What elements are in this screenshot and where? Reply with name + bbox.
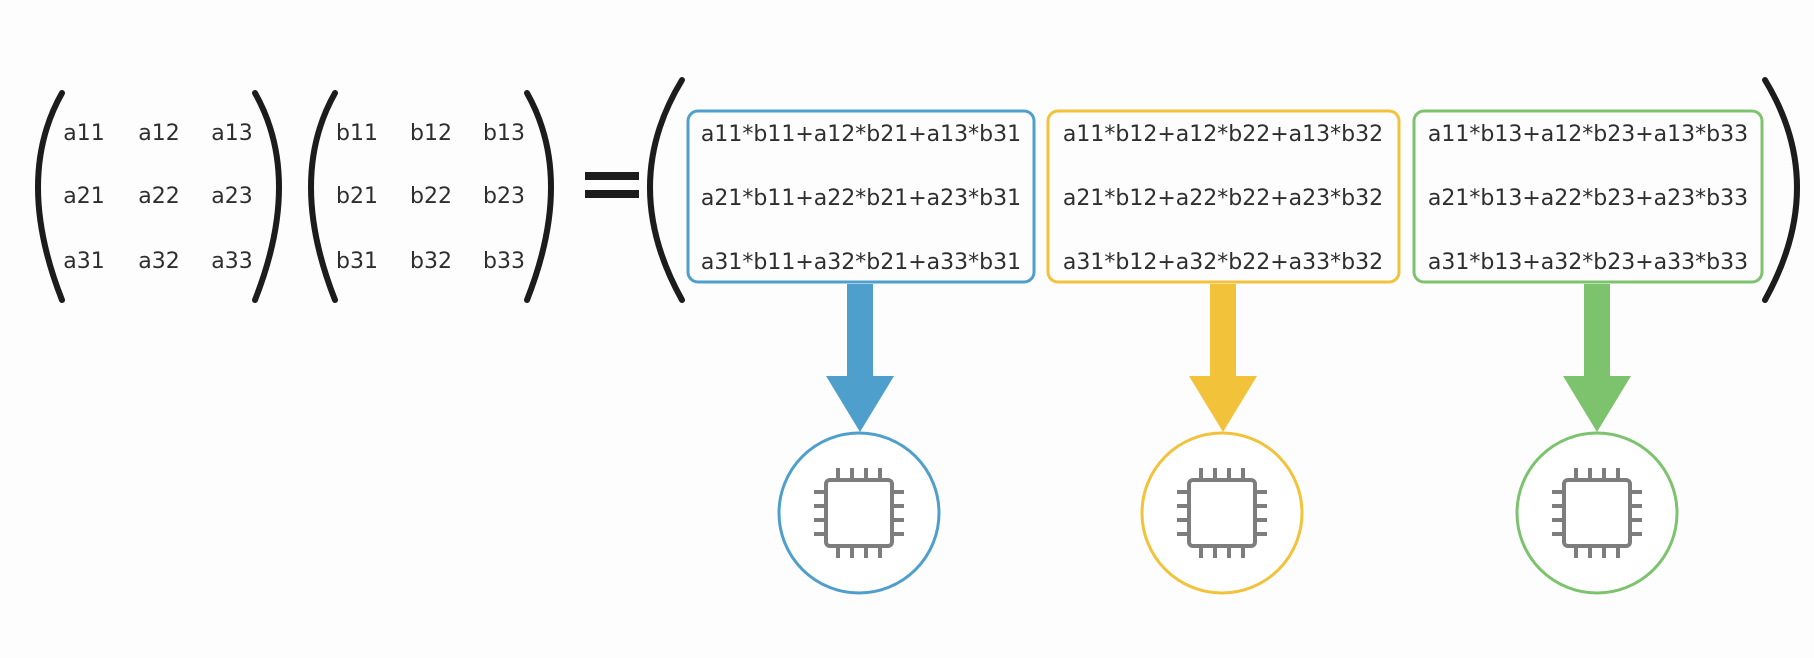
- matrix-a-cell: a21: [63, 184, 104, 209]
- matrix-a-cell: a13: [211, 121, 252, 146]
- processor-circle: [777, 431, 941, 595]
- cpu-chip-icon: [814, 468, 904, 558]
- equals-sign: [585, 172, 639, 198]
- result-expression: a21*b13+a22*b23+a23*b33: [1428, 186, 1748, 211]
- result-column-box: [1412, 109, 1764, 284]
- matrix-b-cell: b33: [483, 249, 525, 274]
- down-arrow-icon: [1563, 284, 1631, 432]
- result-expression: a31*b13+a32*b23+a33*b33: [1428, 250, 1748, 275]
- processor-circle: [1515, 431, 1679, 595]
- down-arrow-icon: [826, 284, 894, 432]
- matrix-b-cell: b12: [410, 121, 452, 146]
- result-expression: a21*b12+a22*b22+a23*b32: [1063, 186, 1383, 211]
- result-expression: a31*b11+a32*b21+a33*b31: [701, 250, 1021, 275]
- matrix-a: a11 a12 a13 a21 a22 a23 a31 a32 a33: [35, 90, 282, 303]
- matrix-b-right-paren: [524, 90, 554, 303]
- matrix-a-cell: a22: [138, 184, 179, 209]
- matrix-b-left-paren: [308, 90, 338, 303]
- result-left-paren: [647, 77, 685, 303]
- cpu-chip-icon: [1177, 468, 1267, 558]
- result-expression: a11*b12+a12*b22+a13*b32: [1063, 122, 1383, 147]
- matrix-b-cell: b21: [336, 184, 378, 209]
- matrix-b-cell: b13: [483, 121, 525, 146]
- matrix-b-cell: b32: [410, 249, 452, 274]
- matrix-a-cell: a32: [138, 249, 179, 274]
- matrix-b: b11 b12 b13 b21 b22 b23 b31 b32 b33: [308, 90, 554, 303]
- result-expression: a11*b13+a12*b23+a13*b33: [1428, 122, 1748, 147]
- result-column-3: a11*b13+a12*b23+a13*b33 a21*b13+a22*b23+…: [1412, 109, 1764, 595]
- matrix-a-left-paren: [35, 90, 65, 303]
- matrix-b-cell: b22: [410, 184, 452, 209]
- matrix-b-cell: b11: [336, 121, 378, 146]
- result-column-1: a11*b11+a12*b21+a13*b31 a21*b11+a22*b21+…: [686, 109, 1036, 595]
- matrix-b-cell: b23: [483, 184, 525, 209]
- result-right-paren: [1762, 77, 1800, 303]
- result-expression: a11*b11+a12*b21+a13*b31: [701, 122, 1021, 147]
- processor-circle: [1140, 431, 1304, 595]
- matrix-a-cell: a33: [211, 249, 252, 274]
- down-arrow-icon: [1189, 284, 1257, 432]
- matrix-a-cell: a23: [211, 184, 252, 209]
- matrix-a-cell: a31: [63, 249, 104, 274]
- matrix-a-right-paren: [252, 90, 282, 303]
- matrix-b-cell: b31: [336, 249, 378, 274]
- result-column-2: a11*b12+a12*b22+a13*b32 a21*b12+a22*b22+…: [1046, 109, 1401, 595]
- matrix-a-cell: a12: [138, 121, 179, 146]
- cpu-chip-icon: [1552, 468, 1642, 558]
- result-column-box: [686, 109, 1036, 284]
- result-expression: a21*b11+a22*b21+a23*b31: [701, 186, 1021, 211]
- result-column-box: [1046, 109, 1401, 284]
- result-expression: a31*b12+a32*b22+a33*b32: [1063, 250, 1383, 275]
- matrix-a-cell: a11: [63, 121, 104, 146]
